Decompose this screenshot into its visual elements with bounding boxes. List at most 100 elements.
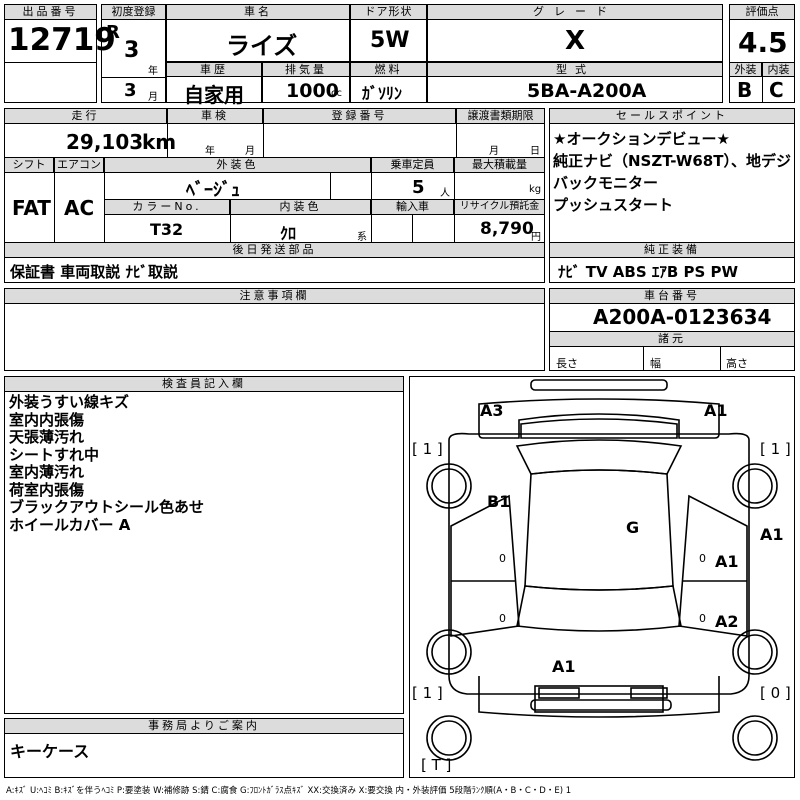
sales-point-line: 純正ナビ（NSZT-W68T）、地デジ <box>553 152 791 170</box>
specs-width: 幅 <box>650 357 661 370</box>
mileage-label: 走行 <box>4 108 167 124</box>
rear-window <box>516 585 682 632</box>
body-outline <box>448 432 750 695</box>
recycle-value: 8,790 <box>480 219 534 239</box>
inspector-line: 荷室内張傷 <box>9 480 85 499</box>
inspection-month-unit: 月 <box>245 146 255 157</box>
color-no-value: T32 <box>150 220 184 239</box>
mark-right-rear-door: A1 <box>715 552 739 571</box>
shift-divider <box>54 157 55 242</box>
specs-div-1 <box>643 347 644 371</box>
score-value: 4.5 <box>738 26 788 59</box>
first-reg-month-unit: 月 <box>148 92 158 103</box>
rear-bumper-bar-left <box>538 687 580 699</box>
office-value: キーケース <box>10 742 90 761</box>
row-divider-2 <box>104 199 545 200</box>
first-reg-label: 初度登録 <box>101 4 166 20</box>
inspector-line: 室内薄汚れ <box>9 463 85 481</box>
roof-outline <box>524 469 674 591</box>
col-divider-1 <box>167 108 168 157</box>
wheel-rear-right-inner <box>737 634 773 670</box>
score-ext-label: 外装 <box>729 62 762 77</box>
mark-roof: G <box>626 518 640 537</box>
front-bumper-bar <box>530 379 668 391</box>
capacity-value: 5 <box>412 177 425 198</box>
inspection-label: 車検 <box>167 108 263 124</box>
inspector-line: 室内内張傷 <box>9 410 85 429</box>
grade-value: X <box>565 26 586 56</box>
first-reg-era: R <box>106 22 120 43</box>
inner-zero-d: 0 <box>699 612 706 625</box>
inner-zero-c: 0 <box>499 612 506 625</box>
history-value: 自家用 <box>184 83 244 107</box>
mark-right-front-fender: A1 <box>760 525 784 544</box>
wheel-rear-left <box>426 629 472 675</box>
aircon-label: エアコン <box>54 157 104 173</box>
spare-tire <box>426 715 472 761</box>
tire-front-left: [ 1 ] <box>412 440 443 458</box>
shift-label: シフト <box>4 157 54 173</box>
score-ext-int-divider <box>762 62 763 103</box>
shift-value: FAT <box>12 196 51 220</box>
spare-tire-inner <box>431 720 467 756</box>
sales-point-line: バックモニター <box>553 174 659 192</box>
equipment-label: 純正装備 <box>549 242 795 258</box>
model-label: 型式 <box>427 62 723 77</box>
mark-front-left: A3 <box>480 401 504 420</box>
transfer-deadline-label: 譲渡書類期限 <box>456 108 545 124</box>
inspector-line: シートすれ中 <box>9 445 100 464</box>
recycle-label: リサイクル預託金 <box>454 199 545 215</box>
inspection-year-unit: 年 <box>205 146 215 157</box>
specs-label: 諸元 <box>549 331 795 347</box>
wheel-rear-right <box>732 629 778 675</box>
inner-zero-b: 0 <box>699 552 706 565</box>
mark-rear: A1 <box>552 657 576 676</box>
specs-div-2 <box>720 347 721 371</box>
capacity-unit: 人 <box>440 188 450 199</box>
first-reg-year: 3 <box>124 38 140 63</box>
ext-color-subdiv <box>330 173 331 199</box>
ext-color-value: ﾍﾞｰｼﾞｭ <box>186 180 240 201</box>
legend: A:ｷｽﾞ U:ﾍｺﾐ B:ｷｽﾞを伴うﾍｺﾐ P:要塗装 W:補修跡 S:錆 … <box>6 786 572 796</box>
color-no-label: カラーNo. <box>104 199 230 215</box>
max-load-unit: kg <box>529 184 542 195</box>
mark-right-rear-quarter: A2 <box>715 612 739 631</box>
wheel-front-left-inner <box>431 468 467 504</box>
mark-front-right: A1 <box>704 401 728 420</box>
door-label: ドア形状 <box>350 4 427 20</box>
car-name: ライズ <box>226 32 298 60</box>
rear-plate <box>534 685 664 713</box>
tire-front-right: [ 1 ] <box>760 440 791 458</box>
lot-number: 12719 <box>8 22 116 58</box>
import-subdiv <box>412 215 413 242</box>
first-reg-divider <box>101 77 166 78</box>
rear-end-outline <box>478 676 720 718</box>
later-parts-label: 後日発送部品 <box>4 242 545 258</box>
fuel-value: ｶﾞｿﾘﾝ <box>362 84 403 103</box>
lot-label: 出品番号 <box>4 4 97 20</box>
transfer-month-unit: 月 <box>489 146 499 157</box>
wheel-front-right <box>732 463 778 509</box>
grade-label: グレード <box>427 4 723 20</box>
rear-bumper-bar <box>530 699 672 711</box>
recycle-unit: 円 <box>531 232 541 243</box>
score-ext-value: B <box>737 78 753 102</box>
equipment-value: ﾅﾋﾞ TV ABS ｴｱB PS PW <box>558 263 739 281</box>
left-door-outline <box>450 494 520 637</box>
inspector-line: 天張薄汚れ <box>9 428 85 446</box>
hood-outline <box>520 418 678 439</box>
transfer-day-unit: 日 <box>530 146 540 157</box>
inspector-line: ホイールカバー A <box>9 515 131 534</box>
inspector-line: ブラックアウトシール色あせ <box>9 498 205 516</box>
model-value: 5BA-A200A <box>527 80 647 102</box>
rear-bumper-bar-right <box>630 687 668 699</box>
ext-color-label: 外装色 <box>104 157 371 173</box>
capacity-label: 乗車定員 <box>371 157 454 173</box>
car-name-label: 車名 <box>166 4 350 20</box>
displacement-unit: cc <box>331 88 342 99</box>
int-color-unit: 系 <box>357 232 367 243</box>
score-label: 評価点 <box>729 4 795 20</box>
sales-point-list: ★オークションデビュー★ 純正ナビ（NSZT-W68T）、地デジ バックモニター… <box>553 128 791 216</box>
wheel-rear-right-bottom-inner <box>737 720 773 756</box>
sales-point-line: プッシュスタート <box>553 196 674 214</box>
